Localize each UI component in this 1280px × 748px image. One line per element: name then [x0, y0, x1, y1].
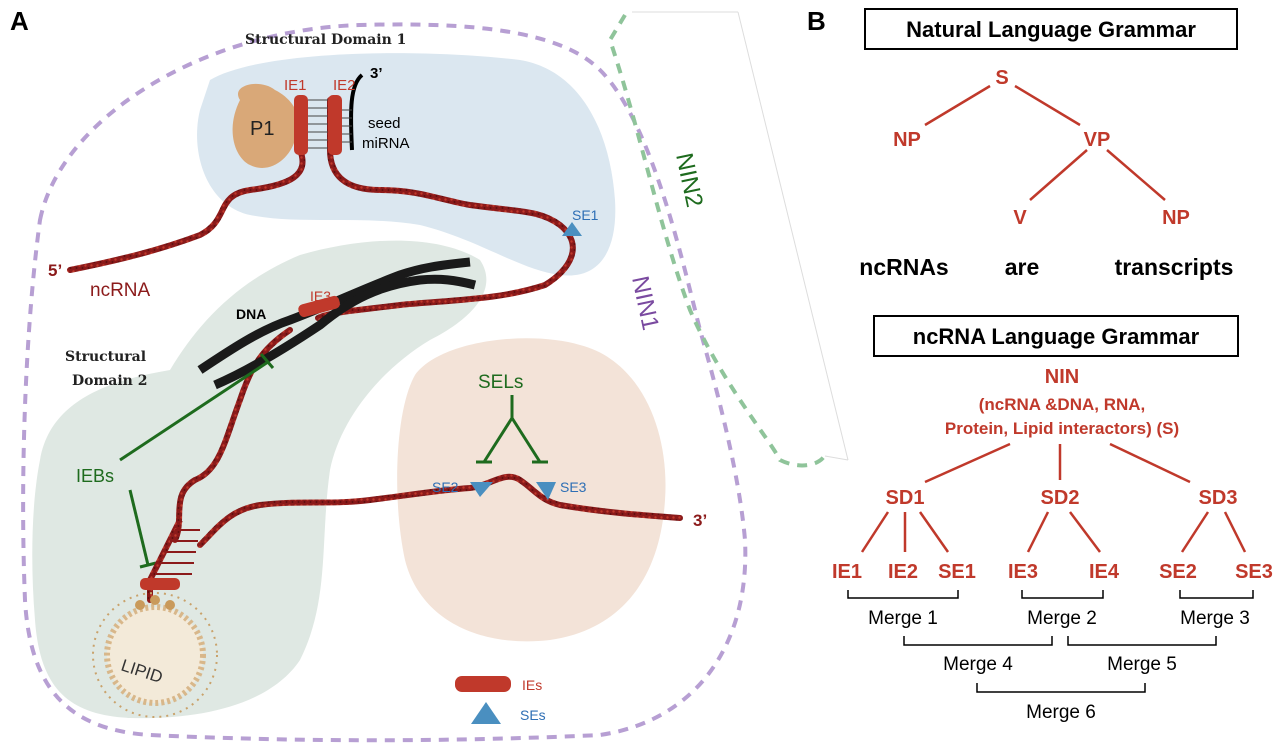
nin2-boundary [607, 13, 827, 468]
se1-label: SE1 [572, 207, 599, 223]
iebs-label: IEBs [76, 466, 114, 486]
sels-inhibitors [476, 395, 548, 464]
se2-triangle [470, 482, 493, 497]
merge-brackets [847, 590, 1254, 693]
b-se1: SE1 [938, 561, 976, 583]
legend-ies-mark [455, 676, 511, 692]
structural-domain-2 [32, 240, 487, 719]
ncrna-title: ncRNA Language Grammar [913, 324, 1200, 349]
natural-tree-lines [924, 84, 1166, 201]
word-are: are [1005, 254, 1040, 280]
ie3-mark [298, 295, 340, 318]
ncrna-tree-lines [860, 442, 1247, 553]
b-ie3: IE3 [1008, 561, 1038, 583]
ncrna-label: ncRNA [90, 280, 151, 301]
natural-title: Natural Language Grammar [906, 17, 1196, 42]
ncrna-title-box [873, 315, 1239, 357]
se3-label: SE3 [560, 479, 587, 495]
nat-s: S [995, 67, 1008, 89]
legend-ses-label: SEs [520, 707, 546, 723]
stem-bonds [308, 99, 328, 149]
three-prime-top: 3’ [370, 65, 383, 82]
mirna-label: miRNA [362, 135, 410, 152]
domain2-title-line2: Domain 2 [72, 373, 147, 389]
domain2-title-line1: Structural [65, 349, 146, 365]
nat-np2: NP [1162, 207, 1190, 229]
nin1-boundary [21, 22, 748, 743]
nat-v: V [1013, 207, 1027, 229]
nat-np1: NP [893, 129, 921, 151]
p1-label: P1 [250, 118, 274, 140]
nat-vp: VP [1084, 129, 1111, 151]
b-ie1: IE1 [832, 561, 862, 583]
word-ncrnas: ncRNAs [859, 254, 948, 280]
se3-triangle [536, 482, 556, 500]
nin-line2: (ncRNA &DNA, RNA, [979, 395, 1146, 414]
legend-ses-mark [471, 702, 501, 724]
lipid-micelle [92, 592, 218, 718]
merge-1: Merge 1 [868, 608, 938, 629]
b-se3: SE3 [1235, 561, 1273, 583]
merge-2: Merge 2 [1027, 608, 1097, 629]
nin1-label: NIN1 [626, 274, 664, 333]
five-prime-label: 5’ [48, 261, 62, 280]
iebs-inhibitors [119, 353, 275, 569]
sd2: SD2 [1041, 487, 1080, 509]
sels-label: SELs [478, 372, 523, 393]
panel-a-label: A [10, 6, 29, 36]
merge-3: Merge 3 [1180, 608, 1250, 629]
lipid-ie-mark [140, 578, 180, 590]
merge-5: Merge 5 [1107, 654, 1177, 675]
seed-label: seed [368, 115, 401, 132]
sd3: SD3 [1199, 487, 1238, 509]
nin2-label: NIN2 [670, 151, 708, 210]
se2-label: SE2 [432, 479, 459, 495]
p1-protein [232, 83, 299, 168]
ie1-label: IE1 [284, 77, 307, 94]
ie2-mark [328, 95, 342, 155]
domain1-title: Structural Domain 1 [245, 32, 406, 48]
mirna-bonds [342, 109, 352, 143]
b-ie4: IE4 [1089, 561, 1120, 583]
three-prime-end: 3’ [693, 511, 707, 530]
ie2-label: IE2 [333, 77, 356, 94]
se1-triangle [562, 222, 582, 236]
hairpin-bonds [155, 529, 200, 575]
mirna-strand [349, 73, 364, 151]
panel-b-label: B [807, 6, 826, 36]
b-se2: SE2 [1159, 561, 1197, 583]
b-ie2: IE2 [888, 561, 918, 583]
dna-label: DNA [236, 306, 266, 322]
legend-ies-label: IEs [522, 677, 542, 693]
word-transcripts: transcripts [1115, 254, 1234, 280]
sd1: SD1 [886, 487, 925, 509]
merge-4: Merge 4 [943, 654, 1013, 675]
ie3-label: IE3 [310, 288, 331, 304]
merge-6: Merge 6 [1026, 702, 1096, 723]
nin-label: NIN [1045, 366, 1079, 388]
natural-title-box [864, 8, 1238, 50]
nin-line3: Protein, Lipid interactors) (S) [945, 419, 1179, 438]
ie1-mark [294, 95, 308, 155]
